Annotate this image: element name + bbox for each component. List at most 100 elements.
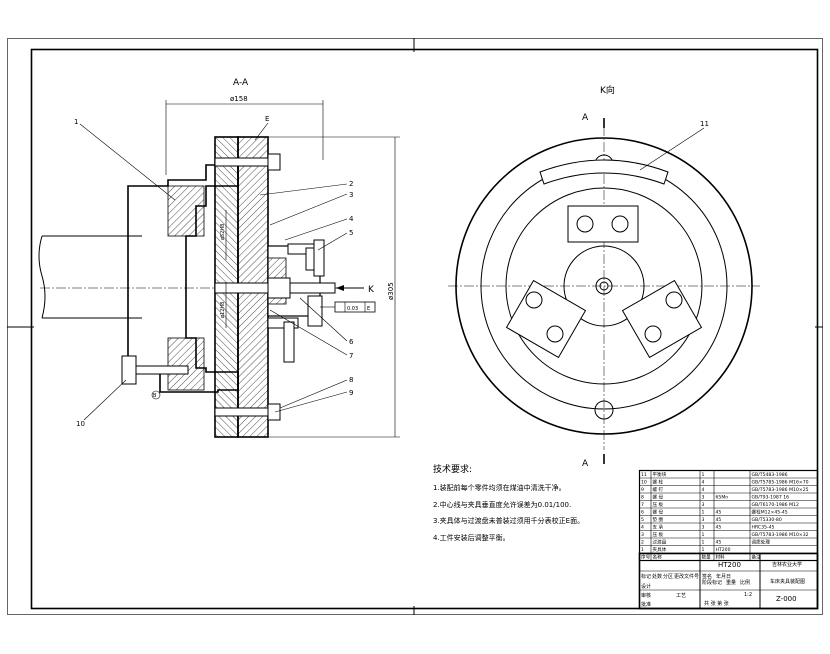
clamp-block-right	[621, 279, 703, 359]
leader-7	[269, 309, 348, 356]
bom-cell-qty: 1	[702, 510, 705, 516]
bom-cell-no: 5	[641, 517, 644, 523]
k-arrow-label: K	[368, 285, 375, 295]
section-title: A-A	[233, 78, 249, 88]
bom-cell-material: 65Mn	[716, 495, 729, 501]
bom-cell-name: 名称	[653, 554, 663, 561]
datum-b-label: B	[153, 393, 157, 399]
drawing-frame	[30, 48, 819, 610]
tolerance-datum: E	[367, 306, 370, 312]
bom-cell-no: 7	[641, 502, 644, 508]
bom-cell-no: 9	[641, 487, 644, 493]
bolt-hole-bottom	[594, 400, 614, 420]
part-label-9: 9	[349, 389, 353, 397]
bom-cell-name: 支 承	[653, 524, 664, 531]
title-role-1: 设计	[641, 583, 651, 590]
tech-requirement-4: 4.工件安装后调整平衡。	[433, 533, 510, 542]
bom-cell-qty: 数量	[702, 554, 712, 561]
bom-cell-no: 10	[641, 480, 647, 486]
tolerance-value: 0.03	[347, 306, 358, 312]
screw-left-a	[525, 291, 543, 309]
tech-requirements-title: 技术要求:	[433, 463, 472, 475]
bolt-top	[214, 157, 276, 167]
part-label-4: 4	[349, 215, 354, 223]
bom-cell-no: 4	[641, 525, 644, 531]
part-label-10: 10	[76, 420, 85, 428]
screw-top-right	[611, 215, 629, 233]
bom-cell-name: 螺 母	[653, 494, 664, 501]
title-school: 吉林农业大学	[772, 561, 802, 568]
title-drawing-no: Z-000	[776, 595, 797, 603]
bom-cell-qty: 1	[702, 532, 705, 538]
bom-cell-no: 6	[641, 510, 644, 516]
part-label-7: 7	[349, 352, 353, 360]
title-scale: 1:2	[744, 592, 752, 598]
screw-left-b	[546, 325, 564, 343]
bom-cell-name: 螺 钉	[653, 486, 664, 493]
datum-b-circle	[151, 390, 161, 400]
leader-11	[639, 127, 705, 171]
bom-cell-no: 序号	[641, 554, 651, 561]
tech-requirement-1: 1.装配前每个零件均须在煤油中清洗干净。	[433, 483, 566, 492]
surface-e-leader	[254, 122, 269, 141]
bom-cell-material: 45	[716, 525, 722, 531]
leader-1	[79, 123, 176, 201]
bom-cell-material: 45	[716, 510, 722, 516]
fixture-body-hatch-bottom	[167, 337, 205, 391]
section-a-bottom-label: A	[582, 459, 589, 469]
lower-clamp-bolt	[267, 317, 299, 329]
bom-cell-name: 螺 母	[653, 509, 664, 516]
bolt-10-shank	[127, 365, 189, 375]
bom-cell-qty: 3	[702, 495, 705, 501]
part-label-5: 5	[349, 229, 353, 237]
bom-cell-std: GB/T5783-1986 M10×25	[752, 487, 809, 493]
bom-cell-qty: 4	[702, 487, 705, 493]
lower-clamp-nut	[283, 321, 295, 363]
title-row-label-6: 年月日	[716, 573, 731, 580]
part-label-1: 1	[74, 118, 78, 126]
screw-right-b	[644, 325, 662, 343]
leader-3	[269, 193, 348, 226]
bom-cell-material: 45	[716, 540, 722, 546]
title-drawing-name: 车床夹具装配图	[770, 578, 805, 585]
bom-cell-qty: 4	[702, 480, 705, 486]
title-stage-label: 阶段标记	[702, 579, 722, 586]
leader-10	[83, 379, 127, 421]
title-row-label-4: 更改文件号	[674, 573, 699, 580]
bom-cell-name: 夹具体	[653, 546, 667, 553]
title-block-frame	[638, 552, 819, 610]
stud-head	[313, 239, 325, 277]
bom-cell-no: 2	[641, 540, 644, 546]
dim-305-label: ø305	[387, 282, 395, 300]
bom-cell-std: 调质处理	[752, 539, 771, 546]
tech-requirements: 技术要求: 1.装配前每个零件均须在煤油中清洗干净。 2.中心线与夹具垂直度允许…	[433, 463, 584, 542]
leader-8	[279, 379, 348, 409]
part-label-11: 11	[700, 120, 709, 128]
leader-5	[317, 232, 348, 251]
fixture-body-hatch-top	[167, 185, 205, 237]
bom-cell-name: 垫 圈	[653, 516, 664, 523]
bom-cell-name: 平衡块	[653, 471, 667, 478]
title-scale-label: 比例	[740, 579, 750, 586]
tech-requirement-2: 2.中心线与夹具垂直度允许误差为0.01/100.	[433, 500, 571, 509]
dim-52-label: ø52H8	[220, 224, 226, 240]
title-row-label-2: 处数	[652, 573, 662, 580]
lower-stud	[307, 295, 323, 327]
section-a-top-label: A	[582, 113, 589, 123]
title-block: HT200 吉林农业大学 车床夹具装配图 Z-000 比例 1:2 阶段标记 重…	[638, 552, 819, 610]
bom-cell-std: HRC35-45	[752, 525, 775, 531]
clamp-block-top	[567, 205, 639, 243]
title-row-label-3: 分区	[663, 573, 673, 580]
bom-cell-qty: 3	[702, 502, 705, 508]
bom-cell-material: HT200	[716, 547, 731, 553]
bom-cell-no: 3	[641, 532, 644, 538]
bom-cell-std: 备注	[752, 554, 762, 561]
leader-9	[274, 391, 348, 413]
bom-cell-qty: 3	[702, 517, 705, 523]
part-label-6: 6	[349, 338, 354, 346]
title-role-2: 审核	[641, 592, 651, 599]
title-role-4: 批准	[641, 601, 651, 608]
